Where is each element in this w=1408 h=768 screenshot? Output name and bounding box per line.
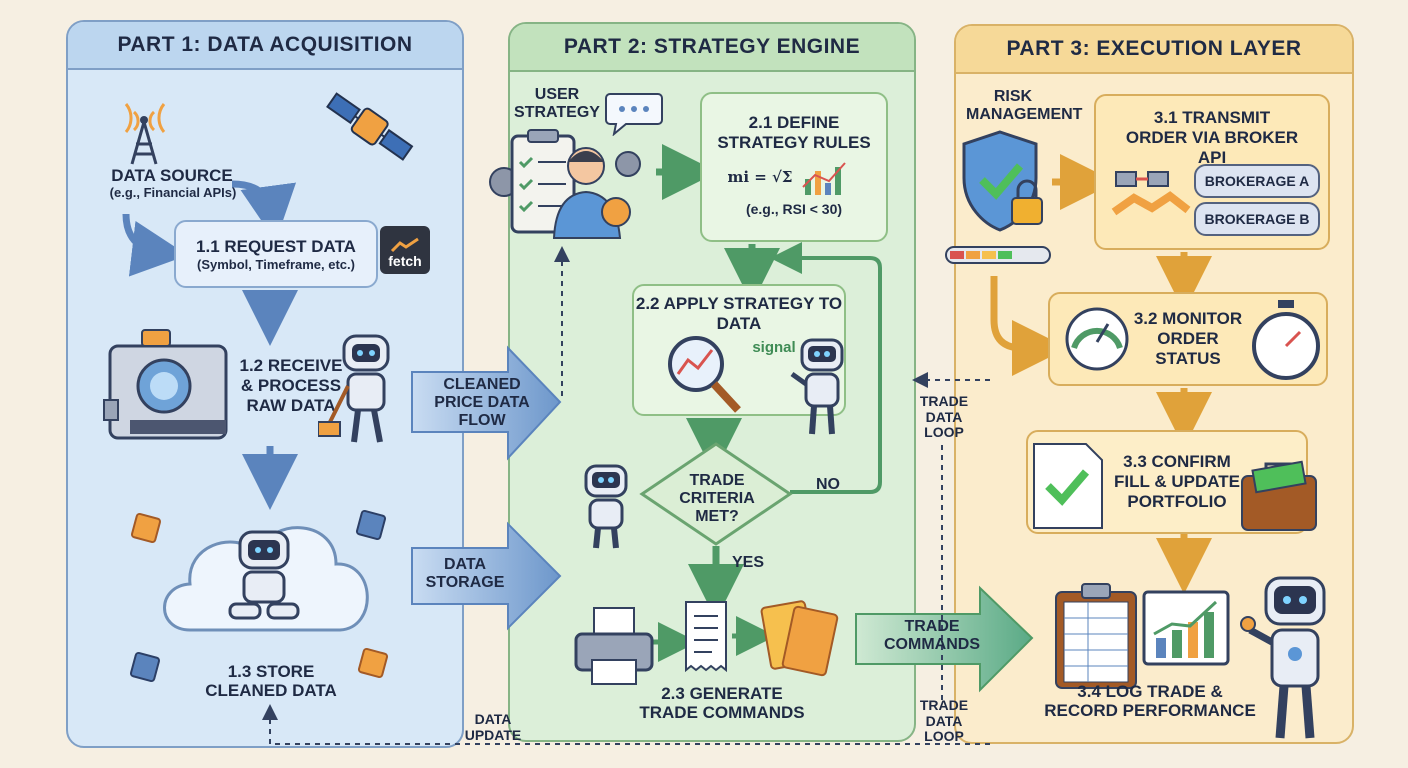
decision-diamond	[639, 442, 793, 546]
trade-data-loop-label-bottom: TRADE DATA LOOP	[919, 697, 969, 745]
dashed-data-update	[262, 704, 990, 745]
checklist-document-icon	[1033, 443, 1103, 529]
step-3-1-title: 3.1 TRANSMIT ORDER VIA BROKER API	[1125, 108, 1299, 167]
formula-text: mi = √Σ	[727, 168, 793, 186]
robot-thumbs-up-icon	[1240, 576, 1326, 739]
arrow-data-storage	[411, 521, 562, 631]
orange-cube-icon-2	[357, 647, 389, 679]
step-1-2-title: 1.2 RECEIVE & PROCESS RAW DATA	[239, 356, 343, 415]
tickets-icon	[760, 600, 839, 677]
trade-data-loop-label-top: TRADE DATA LOOP	[919, 393, 969, 441]
decision-label: TRADE CRITERIA MET?	[679, 472, 755, 525]
signal-label: signal	[752, 339, 796, 356]
robot-cleaning-icon	[318, 334, 390, 443]
arrow-left-to-request	[122, 213, 188, 277]
user-strategy-icon	[489, 129, 641, 239]
step-2-1-title: 2.1 DEFINE STRATEGY RULES	[717, 113, 871, 152]
data-source-sublabel: (e.g., Financial APIs)	[109, 185, 237, 200]
step-2-2-title: 2.2 APPLY STRATEGY TO DATA	[635, 294, 843, 333]
step-3-3-title: 3.3 CONFIRM FILL & UPDATE PORTFOLIO	[1114, 452, 1240, 511]
arrow-no-loop	[770, 242, 882, 494]
step-3-2-title: 3.2 MONITOR ORDER STATUS	[1133, 309, 1243, 368]
trade-commands-flow-label: TRADE COMMANDS	[884, 618, 980, 653]
printer-icon	[574, 607, 654, 685]
step-1-1-sublabel: (Symbol, Timeframe, etc.)	[197, 256, 355, 272]
step-3-4-title: 3.4 LOG TRADE & RECORD PERFORMANCE	[1044, 682, 1256, 721]
cleaned-price-flow-label: CLEANED PRICE DATA FLOW	[434, 376, 530, 429]
step-2-1-define-rules: 2.1 DEFINE STRATEGY RULES mi = √Σ (e.g.,…	[700, 92, 888, 242]
risk-management-label: RISK MANAGEMENT	[966, 88, 1083, 123]
arrow-source-to-request	[231, 180, 297, 242]
bar-chart-icon	[801, 162, 846, 195]
panel-title-data-acquisition: PART 1: DATA ACQUISITION	[68, 22, 462, 70]
gauge-icon	[1065, 307, 1129, 371]
step-1-2-receive-process: 1.2 RECEIVE & PROCESS RAW DATA	[180, 330, 358, 442]
risk-meter-icon	[945, 246, 1051, 264]
brokerage-b-chip: BROKERAGE B	[1194, 202, 1320, 236]
plug-handshake-icon	[1111, 171, 1191, 216]
formula-row: mi = √Σ	[727, 157, 860, 197]
robot-signal-icon	[790, 338, 844, 435]
yes-label: YES	[731, 554, 764, 571]
step-2-1-sublabel: (e.g., RSI < 30)	[745, 201, 843, 217]
panel-title-strategy-engine: PART 2: STRATEGY ENGINE	[510, 24, 914, 72]
no-label: NO	[816, 476, 840, 493]
data-source-label: DATA SOURCE	[111, 166, 233, 185]
panel-title-execution-layer: PART 3: EXECUTION LAYER	[956, 26, 1352, 74]
server-machine-icon	[103, 329, 228, 440]
speech-bubble-icon	[605, 93, 663, 136]
fetch-badge: fetch	[380, 226, 430, 274]
data-storage-label: DATA STORAGE	[425, 556, 505, 591]
step-2-3-title: 2.3 GENERATE TRADE COMMANDS	[639, 684, 805, 723]
magnifier-chart-icon	[668, 336, 741, 413]
data-update-label: DATA UPDATE	[464, 711, 522, 743]
robot-sitting-icon	[228, 530, 300, 620]
radio-tower-icon	[124, 103, 166, 165]
step-1-3-title: 1.3 STORE CLEANED DATA	[205, 662, 337, 701]
user-strategy-label: USER STRATEGY	[514, 86, 600, 121]
arrow-trade-commands	[855, 585, 1034, 693]
shield-lock-icon	[962, 130, 1043, 232]
brokerage-a-chip: BROKERAGE A	[1194, 164, 1320, 198]
performance-chart-icon	[1142, 590, 1230, 666]
step-1-1-title: 1.1 REQUEST DATA	[196, 236, 356, 256]
trend-up-icon	[390, 237, 419, 253]
blue-cube-icon	[355, 509, 387, 541]
stopwatch-icon	[1252, 300, 1320, 380]
satellite-icon	[326, 92, 414, 161]
arrow-cleaned-price-flow	[411, 345, 562, 461]
orange-cube-icon	[130, 512, 162, 544]
fetch-label: fetch	[388, 253, 422, 269]
briefcase-money-icon	[1241, 460, 1317, 531]
clipboard-spreadsheet-icon	[1055, 583, 1137, 689]
document-icon	[685, 601, 727, 673]
blue-cube-icon-2	[129, 651, 161, 683]
arrow-risk-to-monitor	[990, 276, 1068, 376]
robot-alert-icon	[584, 464, 628, 549]
step-1-1-request-data: 1.1 REQUEST DATA (Symbol, Timeframe, etc…	[174, 220, 378, 288]
